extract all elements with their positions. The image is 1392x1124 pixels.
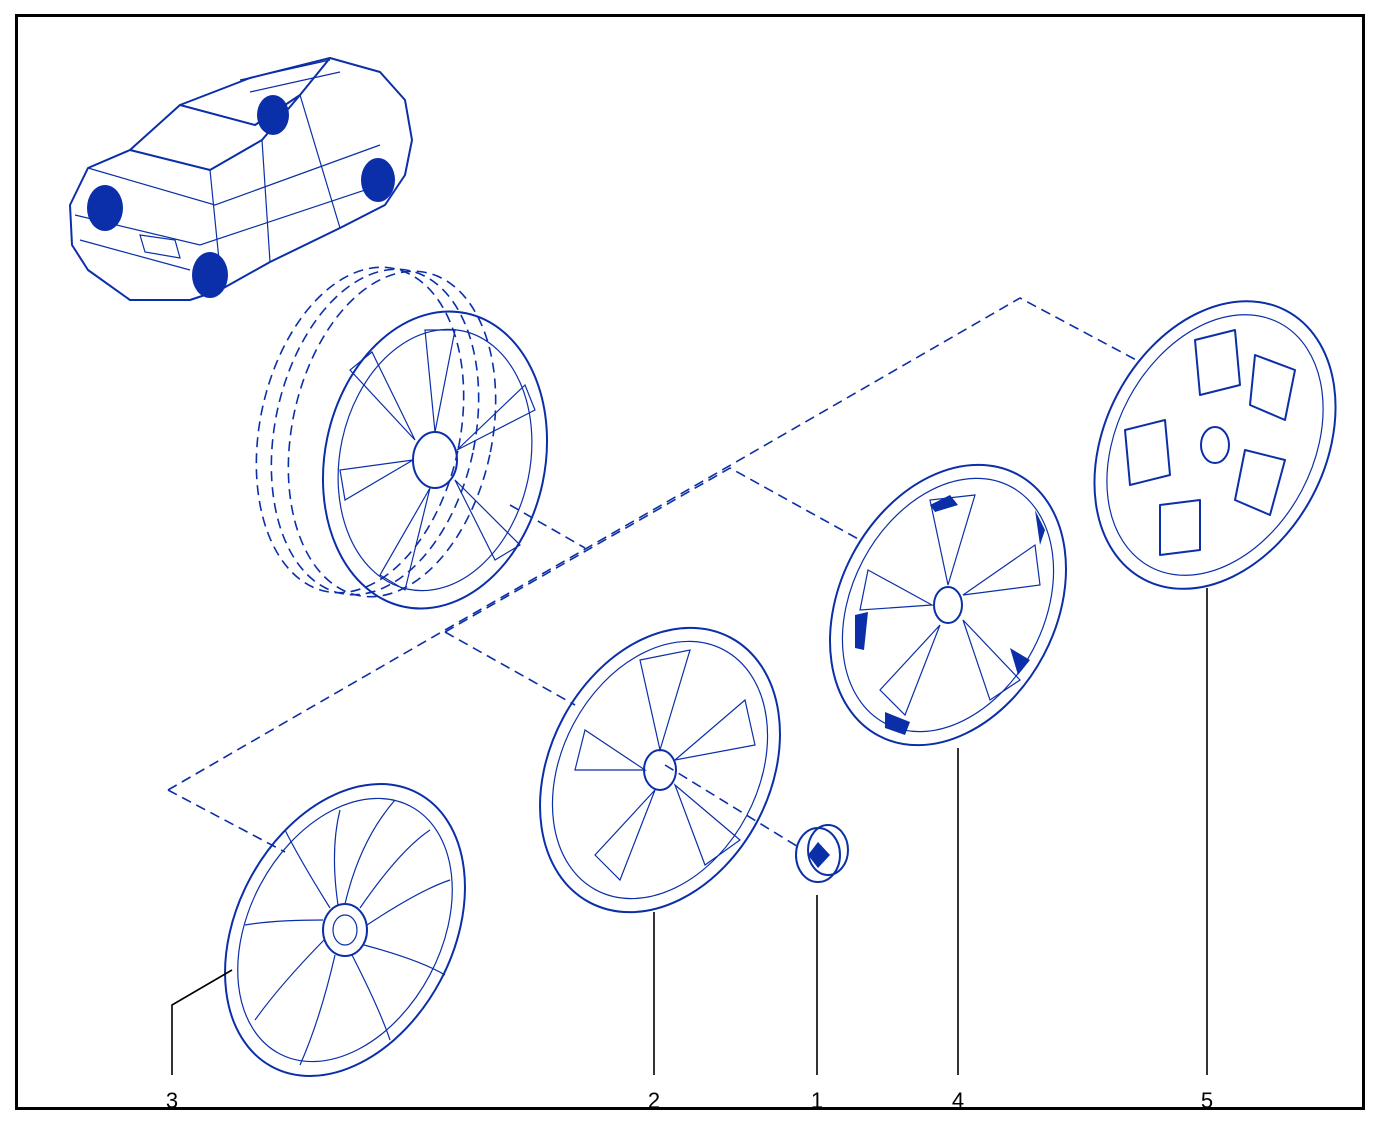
callout-4: 4 <box>952 1088 964 1113</box>
callout-labels: 3 2 1 4 5 <box>166 1088 1213 1113</box>
wheel-cover-2 <box>539 626 781 914</box>
center-cap-icon <box>795 824 849 883</box>
car-outline-icon <box>69 57 413 301</box>
callout-3: 3 <box>166 1088 178 1113</box>
assembly-guide-lines <box>167 297 1141 853</box>
callout-5: 5 <box>1201 1088 1213 1113</box>
wheel-cover-5 <box>1093 300 1337 590</box>
callout-1: 1 <box>811 1088 823 1113</box>
diagram-frame <box>15 14 1365 1110</box>
wheel-rim-icon <box>255 266 549 610</box>
callout-leaders <box>171 588 1208 1075</box>
wheel-cover-4 <box>829 463 1067 747</box>
callout-2: 2 <box>648 1088 660 1113</box>
wheel-cover-3 <box>224 783 466 1077</box>
